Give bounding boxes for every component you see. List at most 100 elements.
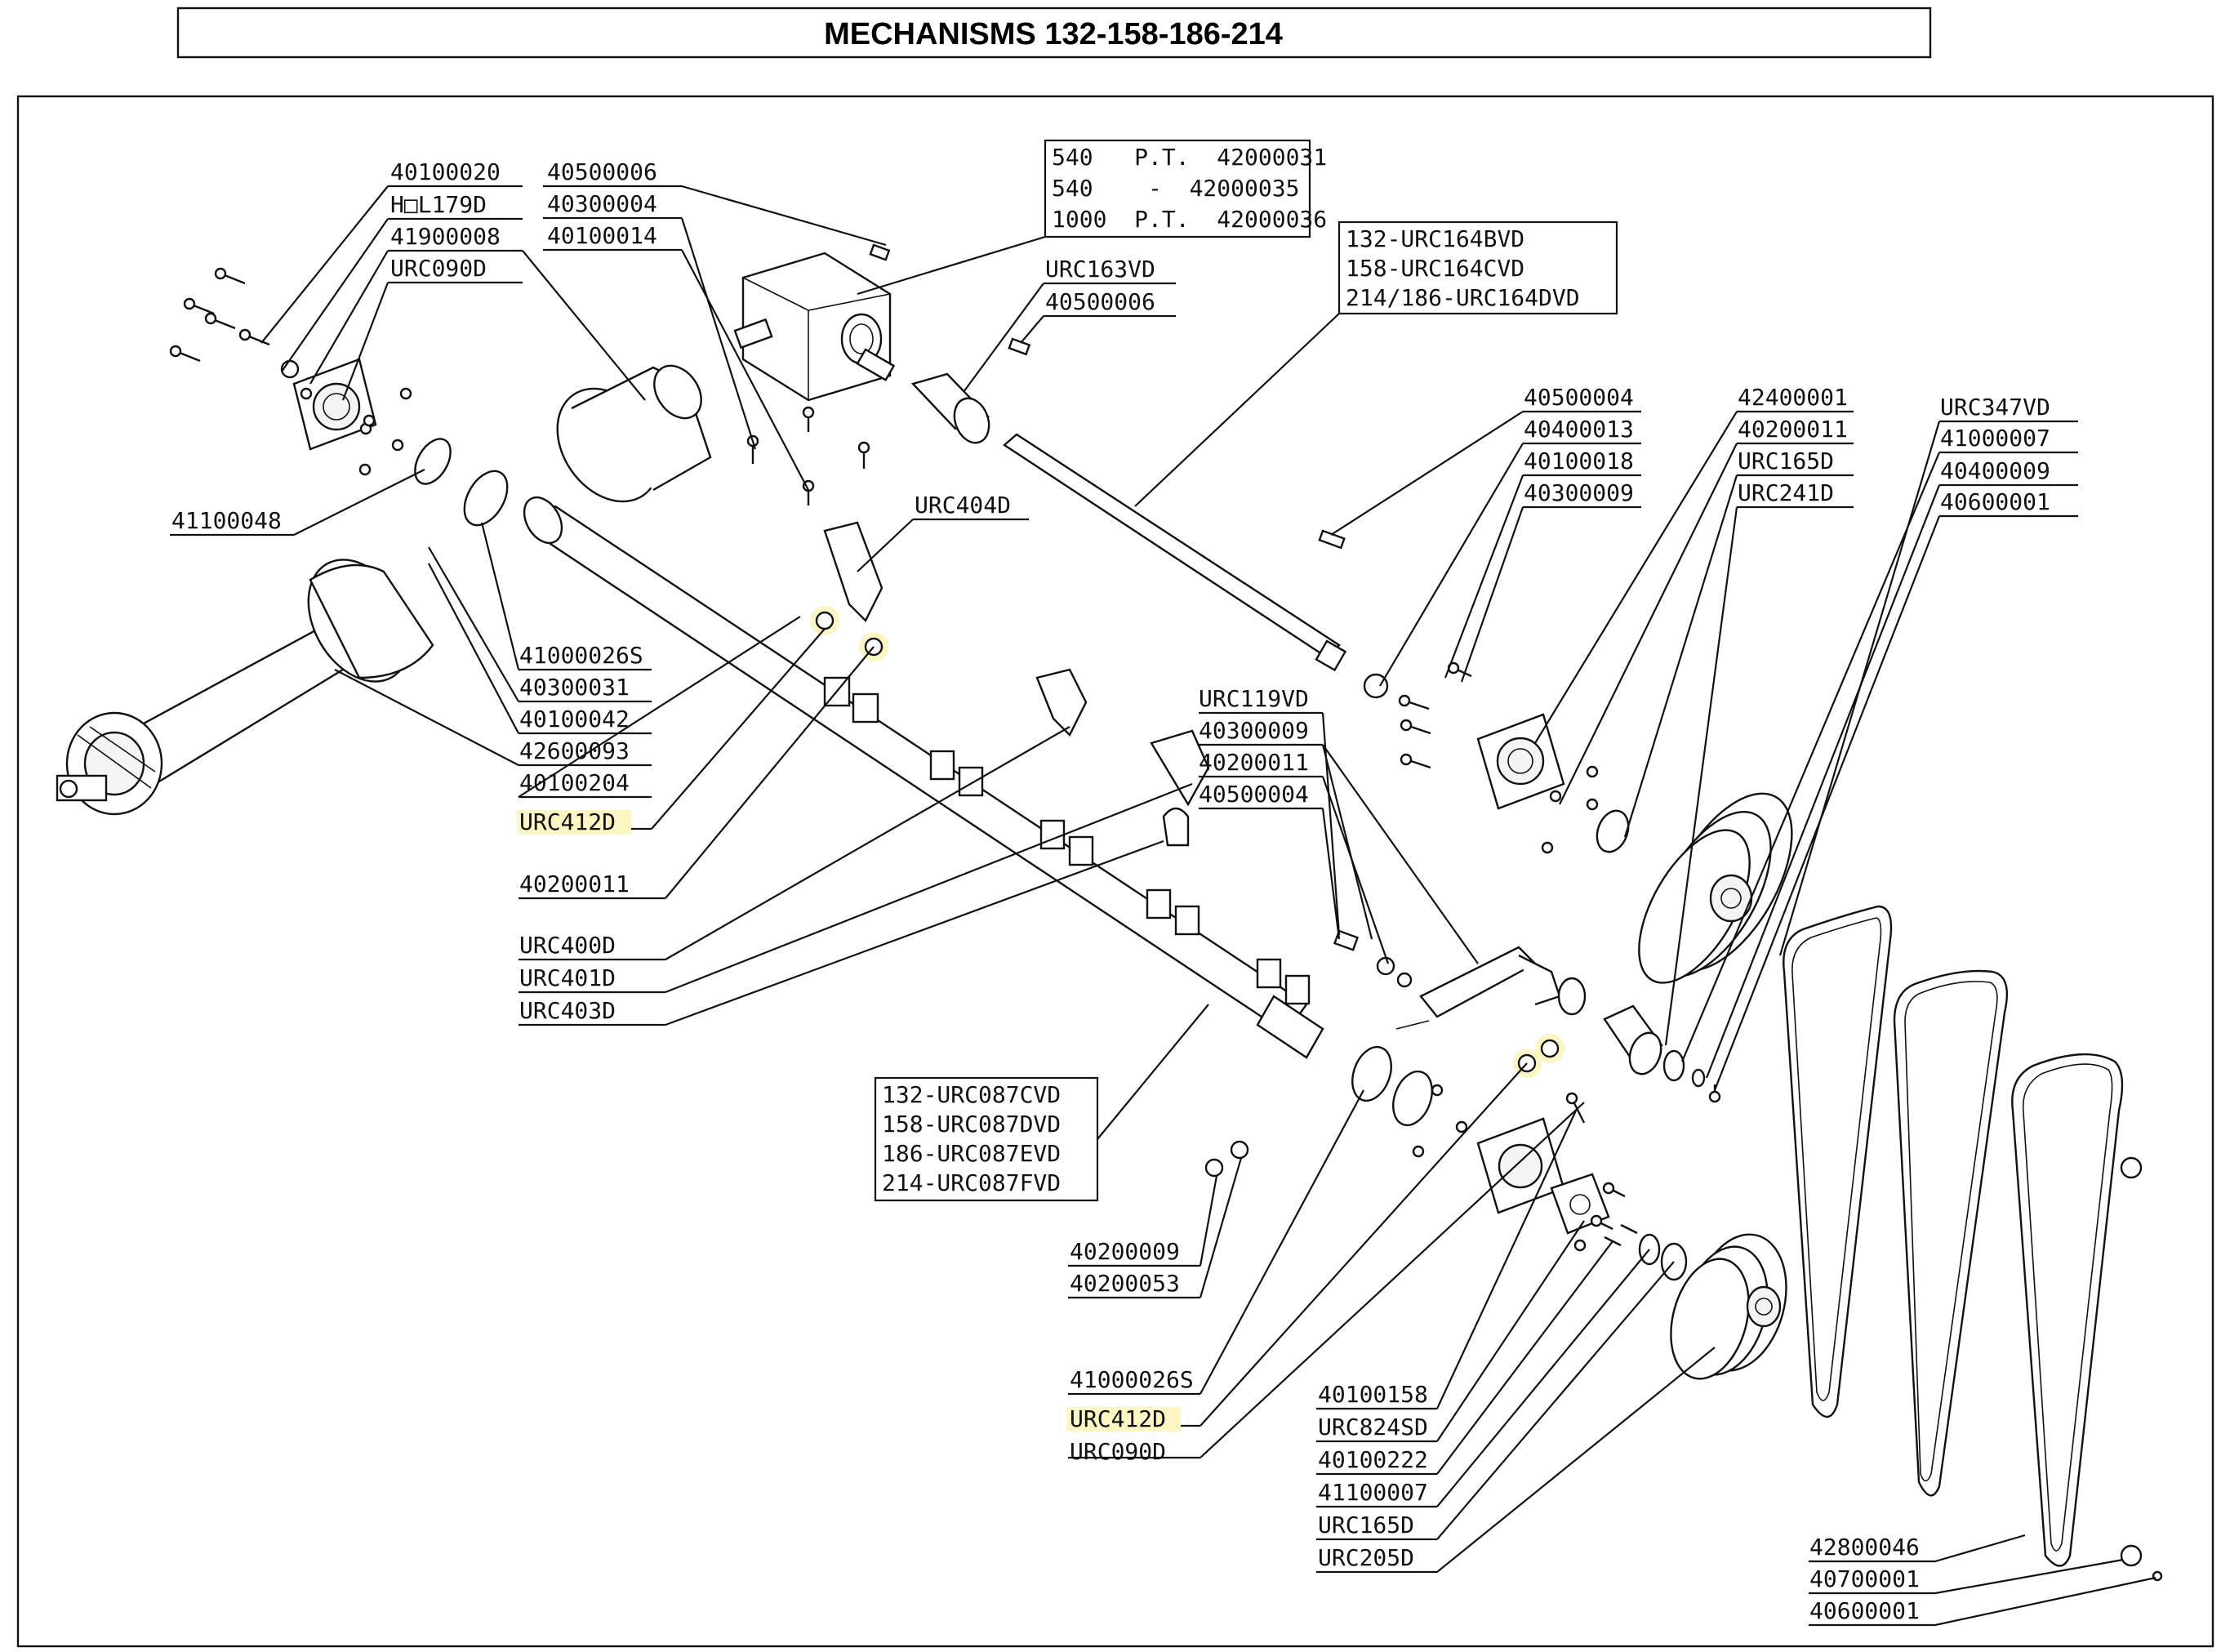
v-belts (1783, 905, 2124, 1567)
label-urc412d-lower: URC412D (1070, 1405, 1166, 1432)
roller-line-1: 132-URC087CVD (882, 1081, 1061, 1108)
label-41100007: 41100007 (1318, 1479, 1428, 1506)
label-40300009-upper: 40300009 (1524, 479, 1634, 506)
flange-bearing-right-upper (1476, 713, 1565, 810)
label-40200009: 40200009 (1070, 1238, 1180, 1265)
clip-urc403d (1162, 807, 1190, 847)
label-41000026s-lower: 41000026S (1070, 1366, 1194, 1393)
label-41000026s-upper: 41000026S (519, 642, 643, 669)
label-40500006-upper: 40500006 (547, 158, 657, 185)
small-nuts-upper (358, 387, 412, 476)
label-40100042: 40100042 (519, 706, 630, 732)
label-urc090d-upper: URC090D (390, 255, 487, 282)
label-40500004-upper: 40500004 (1524, 384, 1634, 411)
spacer-ring (463, 470, 509, 527)
label-40100158: 40100158 (1318, 1381, 1428, 1408)
label-urc090d-lower: URC090D (1070, 1438, 1166, 1465)
label-urc119vd: URC119VD (1199, 685, 1309, 712)
label-40100014: 40100014 (547, 222, 657, 249)
label-40600001-upper: 40600001 (1940, 488, 2050, 515)
label-40100222: 40100222 (1318, 1446, 1428, 1473)
spacer-urc165d (1596, 809, 1630, 853)
label-42800046: 42800046 (1809, 1534, 1920, 1561)
drawing-frame (16, 95, 2214, 1648)
bolts-lower (1412, 1084, 1638, 1252)
label-40300004: 40300004 (547, 190, 657, 217)
belt-pin (2152, 1570, 2163, 1582)
highlight-urc412d-b (1066, 1407, 1181, 1432)
callout-roller: 132-URC087CVD 158-URC087DVD 186-URC087EV… (874, 1076, 1099, 1202)
shaft-line-1: 132-URC164BVD (1346, 225, 1524, 252)
bolts-group-left (169, 267, 300, 379)
label-41900008: 41900008 (390, 223, 501, 250)
part-number-labels: 40100020 H□L179D 41900008 URC090D 405000… (171, 158, 2050, 1624)
flange-bearing-lower (1476, 1117, 1610, 1235)
label-40200011-upper: 40200011 (1738, 416, 1848, 443)
washer-41100048 (414, 438, 452, 485)
label-40100020: 40100020 (390, 158, 501, 185)
label-40700001: 40700001 (1809, 1565, 1920, 1592)
plate-urc401d (1150, 729, 1210, 807)
label-urc241d: URC241D (1738, 479, 1834, 506)
gearbox-line-1: 540 P.T. 42000031 (1052, 144, 1327, 171)
label-40500004-lower: 40500004 (1199, 781, 1309, 808)
gearbox-line-2: 540 - 42000035 (1052, 175, 1299, 202)
long-driveshaft (1003, 433, 1389, 699)
roller-line-3: 186-URC087EVD (882, 1140, 1061, 1167)
label-hol179d: H□L179D (390, 191, 487, 218)
callout-gearbox: 540 P.T. 42000031 540 - 42000035 1000 P.… (1044, 139, 1327, 238)
gearbox (733, 243, 896, 402)
gearbox-bolts (746, 406, 870, 505)
label-urc165d-lower: URC165D (1318, 1512, 1414, 1538)
roller-line-2: 158-URC087DVD (882, 1111, 1061, 1138)
label-40100018: 40100018 (1524, 448, 1634, 474)
roller-line-4: 214-URC087FVD (882, 1169, 1061, 1196)
label-urc163vd: URC163VD (1045, 256, 1155, 283)
bracket-urc404d (823, 521, 884, 623)
title-box: MECHANISMS 132-158-186-214 (176, 7, 1932, 59)
label-urc205d: URC205D (1318, 1544, 1414, 1571)
roller-end-bearings (1351, 1045, 1433, 1127)
pulley-lower (1670, 1233, 1787, 1380)
label-42400001: 42400001 (1738, 384, 1848, 411)
title-frame (176, 7, 1932, 59)
belt-nut-upper (2120, 1156, 2143, 1179)
label-urc824sd: URC824SD (1318, 1414, 1428, 1440)
leader-lines (170, 185, 2156, 1627)
shaft-line-3: 214/186-URC164DVD (1346, 284, 1580, 311)
shaft-line-2: 158-URC164CVD (1346, 255, 1524, 282)
callout-shaft: 132-URC164BVD 158-URC164CVD 214/186-URC1… (1337, 220, 1618, 315)
label-urc347vd: URC347VD (1940, 394, 2050, 421)
pto-driveshaft (56, 559, 434, 816)
label-urc404d: URC404D (915, 492, 1011, 519)
label-40200053: 40200053 (1070, 1270, 1180, 1297)
flange-bearing-upper (292, 358, 377, 451)
label-40400013: 40400013 (1524, 416, 1634, 443)
label-41000007: 41000007 (1940, 425, 2050, 452)
label-40100204: 40100204 (519, 769, 630, 796)
label-40300031: 40300031 (519, 674, 630, 701)
label-urc403d: URC403D (519, 997, 616, 1024)
label-urc401d: URC401D (519, 964, 616, 991)
cone-guard (556, 364, 712, 503)
label-41100048: 41100048 (171, 507, 282, 534)
highlight-urc412d-a (517, 810, 631, 835)
bolts-right-upper (1398, 661, 1599, 854)
label-42600093: 42600093 (519, 737, 630, 764)
idler-sleeve (1603, 1004, 1721, 1103)
page-title: MECHANISMS 132-158-186-214 (824, 17, 1283, 51)
label-40600001-lower: 40600001 (1809, 1597, 1920, 1624)
label-40200011-mid: 40200011 (1199, 749, 1309, 776)
tensioner-arm (1333, 929, 1587, 1030)
label-40300009-lower: 40300009 (1199, 717, 1309, 744)
label-urc165d-upper: URC165D (1738, 448, 1834, 474)
label-urc400d: URC400D (519, 932, 616, 959)
nuts-lower-left (1204, 1140, 1249, 1178)
label-40200011-lower: 40200011 (519, 871, 630, 897)
belt-nut-lower (2120, 1544, 2143, 1567)
plate-urc400d (1035, 668, 1088, 737)
sleeve-urc163vd (910, 337, 1031, 444)
label-urc412d-upper: URC412D (519, 808, 616, 835)
label-40400009: 40400009 (1940, 457, 2050, 484)
